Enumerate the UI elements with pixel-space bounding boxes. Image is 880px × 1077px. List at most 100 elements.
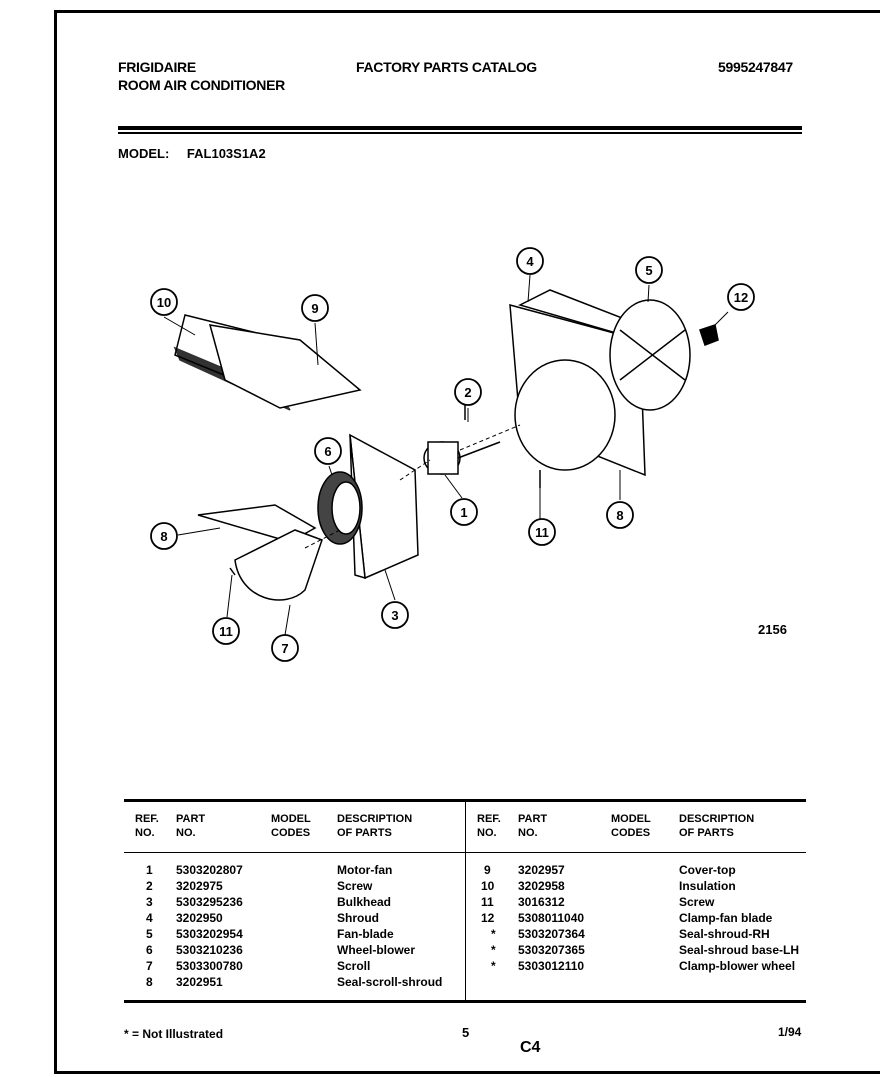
svg-text:7: 7 <box>281 641 288 656</box>
part-no: 5303012110 <box>518 959 585 973</box>
ref-no: 9 <box>484 863 491 877</box>
callout-8: 8 <box>150 522 178 550</box>
model-label: MODEL: <box>118 146 170 161</box>
shroud-opening <box>514 359 616 471</box>
part-no: 3016312 <box>518 895 565 909</box>
part-desc: Scroll <box>337 959 371 973</box>
part-desc: Screw <box>679 895 715 909</box>
header-codes-left: MODEL CODES <box>271 813 311 839</box>
section-code: C4 <box>520 1039 541 1056</box>
callouts: 10 9 4 5 12 2 6 1 11 8 8 3 11 7 <box>150 247 755 662</box>
callout-9: 9 <box>301 294 329 322</box>
part-no: 5303202954 <box>176 927 243 941</box>
part-desc: Bulkhead <box>337 895 392 909</box>
ref-no: * <box>491 959 496 973</box>
header-rule <box>118 126 802 130</box>
page-number: 5 <box>462 1025 470 1040</box>
header-ref-right: REF. NO. <box>477 813 501 839</box>
table-bottom-rule <box>124 1000 806 1003</box>
table-header-rule-left <box>124 852 465 853</box>
part-desc: Clamp-blower wheel <box>679 959 796 973</box>
part-no: 3202975 <box>176 879 223 893</box>
page-border-bottom <box>54 1071 880 1074</box>
ref-no: 8 <box>146 975 153 989</box>
header-rule-thin <box>118 132 802 134</box>
cover-top-part <box>208 324 362 409</box>
exploded-parts-diagram: 10 9 4 5 12 2 6 1 11 8 8 3 11 7 <box>150 247 755 662</box>
part-desc: Screw <box>337 879 373 893</box>
part-no: 3202951 <box>176 975 223 989</box>
part-no: 3202950 <box>176 911 223 925</box>
table-header-rule-right <box>466 852 806 853</box>
header-part-left: PART NO. <box>176 813 206 839</box>
part-desc: Cover-top <box>679 863 736 877</box>
callout-3: 3 <box>381 601 409 629</box>
ref-no: 5 <box>146 927 153 941</box>
part-no: 5303210236 <box>176 943 243 957</box>
svg-text:3: 3 <box>391 608 398 623</box>
part-no: 5303207365 <box>518 943 585 957</box>
callout-7: 7 <box>271 634 299 662</box>
ref-no: 10 <box>481 879 495 893</box>
catalog-title: FACTORY PARTS CATALOG <box>356 59 537 75</box>
callout-1: 1 <box>450 498 478 526</box>
ref-no: 11 <box>481 895 494 909</box>
header-ref-left: REF. NO. <box>135 813 159 839</box>
part-no: 5303207364 <box>518 927 585 941</box>
part-no: 5303295236 <box>176 895 243 909</box>
svg-text:1: 1 <box>460 505 467 520</box>
part-no: 3202958 <box>518 879 565 893</box>
part-desc: Insulation <box>679 879 736 893</box>
header-codes-right: MODEL CODES <box>611 813 651 839</box>
ref-no: 6 <box>146 943 153 957</box>
catalog-number: 5995247847 <box>718 59 793 75</box>
page-border-left <box>54 10 57 1074</box>
table-divider <box>465 802 466 1000</box>
part-no: 5303202807 <box>176 863 243 877</box>
page-border-top <box>54 10 880 13</box>
callout-5: 5 <box>635 256 663 284</box>
seal-scroll-shroud-part <box>197 504 317 543</box>
svg-text:11: 11 <box>219 624 233 639</box>
part-desc: Fan-blade <box>337 927 394 941</box>
svg-text:9: 9 <box>311 301 318 316</box>
callout-11: 11 <box>528 518 556 546</box>
model-line: MODEL: FAL103S1A2 <box>118 146 280 161</box>
part-desc: Shroud <box>337 911 379 925</box>
ref-no: 1 <box>146 863 153 877</box>
svg-text:6: 6 <box>324 444 331 459</box>
svg-text:11: 11 <box>535 525 549 540</box>
product-name: ROOM AIR CONDITIONER <box>118 77 285 93</box>
svg-text:10: 10 <box>157 295 171 310</box>
part-desc: Seal-shroud base-LH <box>679 943 800 957</box>
brand-name: FRIGIDAIRE <box>118 59 196 75</box>
ref-no: 12 <box>481 911 495 925</box>
callout-12: 12 <box>727 283 755 311</box>
revision-date: 1/94 <box>778 1025 802 1039</box>
part-no: 5303300780 <box>176 959 243 973</box>
header-desc-left: DESCRIPTION OF PARTS <box>337 813 413 839</box>
figure-number: 2156 <box>758 622 787 637</box>
fan-blade-part <box>609 299 691 411</box>
callout-2: 2 <box>454 378 482 406</box>
part-no: 5308011040 <box>518 911 585 925</box>
callout-6: 6 <box>314 437 342 465</box>
header-part-right: PART NO. <box>518 813 548 839</box>
ref-no: 2 <box>146 879 153 893</box>
ref-no: 3 <box>146 895 153 909</box>
footnote: * = Not Illustrated <box>124 1027 224 1041</box>
callout-10: 10 <box>150 288 178 316</box>
svg-text:8: 8 <box>616 508 623 523</box>
part-desc: Seal-scroll-shroud <box>337 975 443 989</box>
svg-text:12: 12 <box>734 290 748 305</box>
callout-11: 11 <box>212 617 240 645</box>
ref-no: 4 <box>146 911 153 925</box>
part-desc: Wheel-blower <box>337 943 416 957</box>
ref-no: * <box>491 927 496 941</box>
svg-text:4: 4 <box>526 254 534 269</box>
part-desc: Clamp-fan blade <box>679 911 773 925</box>
svg-text:8: 8 <box>160 529 167 544</box>
header-desc-right: DESCRIPTION OF PARTS <box>679 813 755 839</box>
svg-text:5: 5 <box>645 263 652 278</box>
model-number: FAL103S1A2 <box>186 146 266 161</box>
